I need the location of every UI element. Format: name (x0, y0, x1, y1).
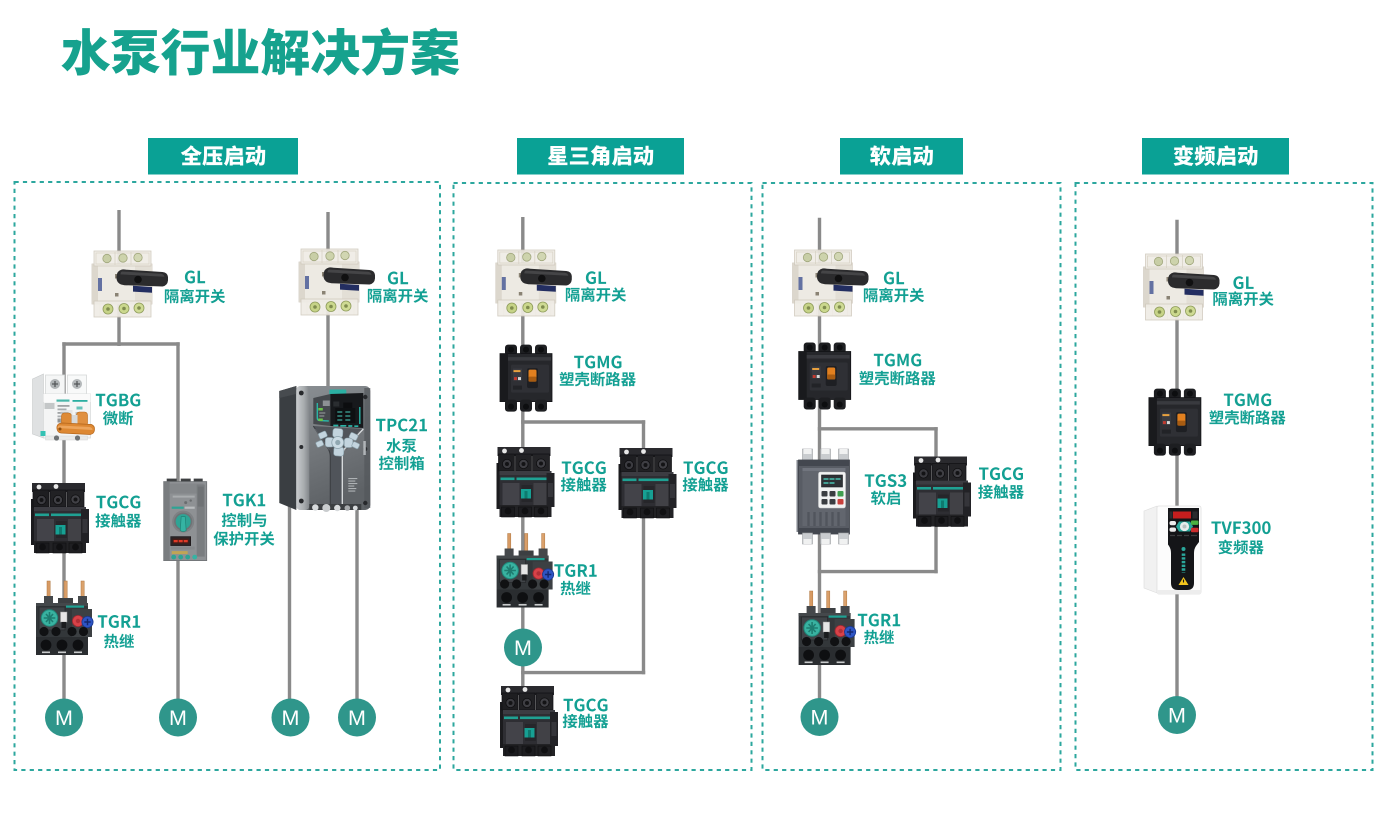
svg-text:M: M (1168, 704, 1186, 728)
svg-text:M: M (282, 706, 300, 730)
svg-text:M: M (55, 706, 73, 730)
svg-text:M: M (348, 706, 366, 730)
svg-text:M: M (514, 636, 532, 660)
svg-text:M: M (811, 706, 829, 730)
svg-text:M: M (169, 706, 187, 730)
